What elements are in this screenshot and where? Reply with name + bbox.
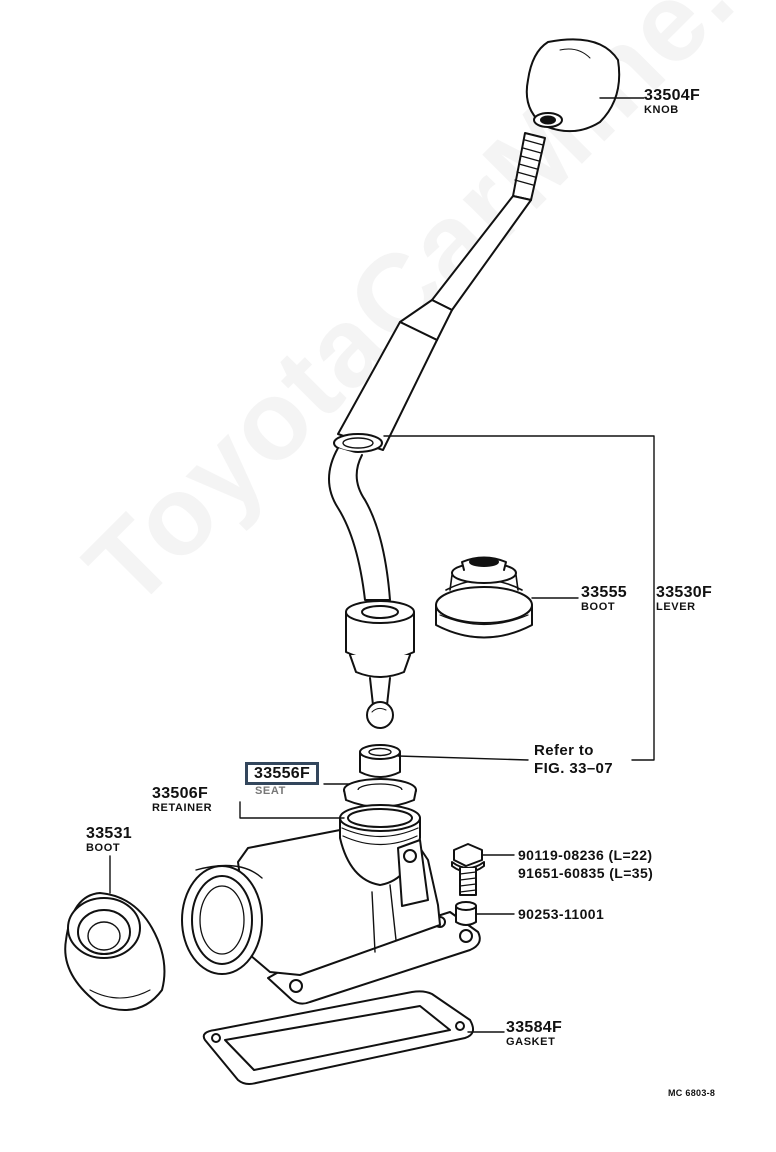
label-boot-33555: 33555 BOOT (581, 585, 627, 613)
part-number: 33555 (581, 584, 627, 601)
label-boot-33531: 33531 BOOT (86, 826, 132, 854)
part-number-highlighted[interactable]: 33556F (245, 762, 320, 785)
part-name: RETAINER (152, 802, 213, 814)
part-number: 33504F (644, 87, 701, 104)
part-name: BOOT (86, 842, 121, 854)
shift-lever-housing-part[interactable] (181, 804, 481, 1005)
figure-code: MC 6803-8 (668, 1088, 716, 1098)
leader-lines (109, 97, 655, 1033)
part-number: 33506F (152, 785, 209, 802)
refer-to-line2: FIG. 33–07 (534, 760, 614, 777)
label-lever: 33530F LEVER (656, 585, 712, 613)
part-name: GASKET (506, 1036, 556, 1048)
part-number: 33530F (656, 584, 713, 601)
refer-to-line1: Refer to (534, 742, 594, 759)
part-name: LEVER (656, 601, 696, 613)
bolt-part[interactable] (451, 843, 485, 896)
gasket-part[interactable] (202, 990, 475, 1085)
part-number: 33531 (86, 825, 132, 842)
label-retainer: 33506F RETAINER (152, 786, 212, 814)
part-name: SEAT (255, 785, 286, 797)
label-collar: 90253-11001 (518, 906, 605, 922)
knob-part[interactable] (525, 38, 621, 133)
label-bolt-b: 91651-60835 (L=35) (518, 865, 654, 881)
boot-33555-part[interactable] (435, 556, 533, 639)
collar-part[interactable] (455, 901, 477, 926)
label-gasket: 33584F GASKET (506, 1020, 562, 1048)
label-knob: 33504F KNOB (644, 88, 700, 116)
shift-lever-part[interactable] (328, 132, 546, 729)
boot-33531-part[interactable] (64, 892, 166, 1011)
part-name: BOOT (581, 601, 616, 613)
part-name: KNOB (644, 104, 679, 116)
label-bolt-a: 90119-08236 (L=22) (518, 847, 653, 863)
retainer-33506f-part[interactable] (343, 778, 417, 808)
label-seat: 33556F SEAT (245, 762, 320, 797)
seat-33556f-part[interactable] (359, 744, 401, 778)
refer-to-note: Refer to FIG. 33–07 (534, 743, 613, 776)
part-number: 33584F (506, 1019, 563, 1036)
